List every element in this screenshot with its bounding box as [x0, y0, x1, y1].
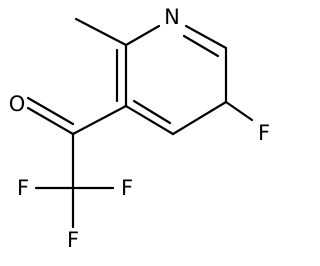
- atom-label-fluorine-1: F: [17, 176, 29, 200]
- bond-n1-c6: [184, 24, 228, 50]
- molecule-diagram: N O F F F F: [8, 5, 271, 252]
- atom-label-fluorine-ring: F: [258, 121, 270, 145]
- atom-label-oxygen: O: [9, 92, 26, 116]
- bond-methyl: [74, 17, 128, 47]
- bond-c4-c3: [124, 104, 175, 136]
- bond-carbonyl-o: [26, 106, 75, 136]
- bond-c5-f: [224, 100, 254, 122]
- bond-c2-n1: [124, 24, 161, 47]
- atom-label-fluorine-3: F: [67, 228, 79, 252]
- atom-label-fluorine-2: F: [121, 176, 133, 200]
- bond-c5-c4: [171, 100, 228, 136]
- atom-label-nitrogen: N: [164, 5, 180, 29]
- bond-carbonyl-o-second: [26, 96, 75, 126]
- bond-n1-c6-inner: [182, 34, 220, 58]
- bond-c3-carbonyl: [71, 104, 128, 136]
- molecule-structure: N O F F F F: [9, 5, 270, 252]
- bond-c4-c3-inner: [132, 99, 172, 125]
